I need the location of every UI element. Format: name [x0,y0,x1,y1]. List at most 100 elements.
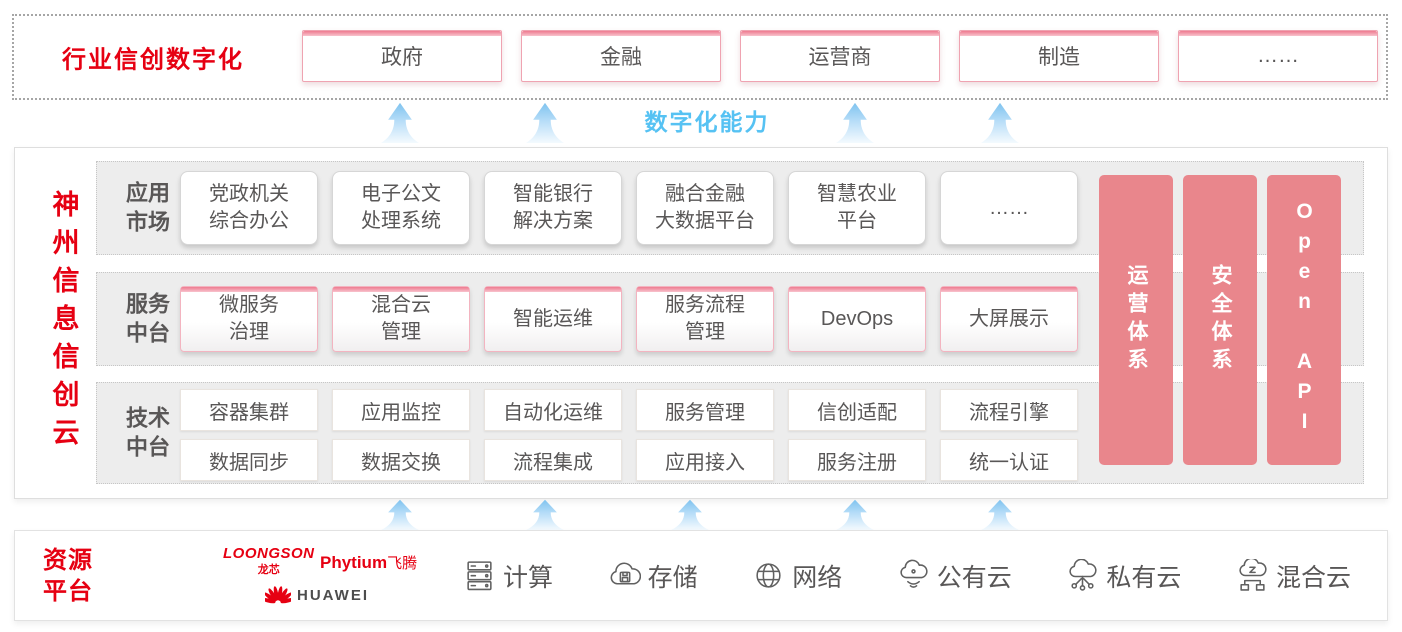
tech-item: 信创适配 [788,389,926,431]
industry-banner: 行业信创数字化 政府 金融 运营商 制造 …… [12,14,1388,100]
resource-platform-panel: 资源 平台 LOONGSON 龙芯 Phytium飞腾 [14,530,1388,621]
up-arrow-icon [981,102,1019,143]
banner-title: 行业信创数字化 [62,46,244,74]
service-items: 微服务治理 混合云管理 智能运维 服务流程管理 DevOps 大屏展示 [180,273,1078,365]
row-label-line: 技术 [125,405,170,431]
tech-item: 数据交换 [332,439,470,481]
item-line: DevOps [820,307,894,330]
phytium-logo: Phytium飞腾 [320,552,417,573]
resource-label: 网络 [792,563,843,592]
resource-list: 计算 存储 网络 [463,531,1351,620]
item-line: 管理 [381,321,421,343]
resource-storage: 存储 [608,558,698,594]
up-arrow-icon [836,499,874,530]
item-line: 综合办公 [209,210,289,232]
row-label-line: 应用 [125,180,170,206]
row-label: 应用 市场 [115,179,181,236]
sector-finance: 金融 [521,30,721,82]
tech-item: 流程集成 [484,439,622,481]
item-line: 智能运维 [513,307,593,330]
tech-items-row1: 容器集群 应用监控 自动化运维 服务管理 信创适配 流程引擎 [180,389,1078,431]
item-line: 治理 [229,321,269,343]
sector-label: 金融 [600,46,642,69]
item-line: 大屏展示 [969,307,1049,330]
app-item: 智能银行解决方案 [484,171,622,245]
item-line: 融合金融 [665,183,745,205]
sector-label: …… [1257,44,1299,67]
loongson-chinese: 龙芯 [257,564,280,576]
resource-label: 计算 [503,563,554,592]
sector-label: 运营商 [808,46,872,69]
pink-top-bar [741,31,939,36]
up-arrow-icon [381,499,419,530]
sector-manufacturing: 制造 [959,30,1159,82]
row-tech-platform: 技术 中台 容器集群 应用监控 自动化运维 服务管理 信创适配 流程引擎 数据同… [96,382,1364,484]
row-label: 技术 中台 [115,404,181,461]
pink-top-bar [485,287,621,292]
item-line: 智慧农业 [817,183,897,205]
side-bar-open-api: Open API [1267,175,1341,465]
resource-title-line: 资源 [43,546,93,574]
app-market-items: 党政机关综合办公 电子公文处理系统 智能银行解决方案 融合金融大数据平台 智慧农… [180,162,1078,254]
public-cloud-icon [900,559,928,588]
item-line: 大数据平台 [655,210,755,232]
pink-top-bar [522,31,720,36]
tech-item: 应用接入 [636,439,774,481]
service-item: 混合云管理 [332,286,470,352]
tech-items-row2: 数据同步 数据交换 流程集成 应用接入 服务注册 统一认证 [180,439,1078,481]
storage-cloud-icon [610,562,641,585]
item-line: 智能银行 [513,183,593,205]
pink-top-bar [960,31,1158,36]
item-line: 电子公文 [361,183,441,205]
app-item: 党政机关综合办公 [180,171,318,245]
resource-label: 公有云 [936,563,1012,592]
up-arrow-icon [526,102,564,143]
item-line: 平台 [837,210,877,232]
huawei-wordmark: HUAWEI [297,586,369,604]
resource-private-cloud: 私有云 [1066,558,1181,594]
pink-top-bar [789,287,925,292]
sector-label: 制造 [1038,46,1080,69]
platform-title: 神州信息信创云 [48,190,79,456]
item-line: 解决方案 [513,210,593,232]
resource-platform-title: 资源 平台 [43,544,93,606]
tech-item: 服务注册 [788,439,926,481]
hybrid-cloud-icon [1239,559,1267,591]
item-line: 党政机关 [209,183,289,205]
item-line: …… [989,196,1029,219]
item-line: 服务流程 [665,294,745,316]
service-item: 服务流程管理 [636,286,774,352]
private-cloud-icon [1069,559,1097,591]
pink-top-bar [181,287,317,292]
loongson-wordmark: LOONGSON [223,545,315,562]
service-item: 智能运维 [484,286,622,352]
tech-item: 统一认证 [940,439,1078,481]
sector-operator: 运营商 [740,30,940,82]
item-line: 微服务 [219,294,279,316]
app-item: 电子公文处理系统 [332,171,470,245]
huawei-logo: HUAWEI [265,585,369,605]
network-globe-icon [756,563,781,588]
resource-hybrid-cloud: 混合云 [1236,558,1351,594]
tech-item: 流程引擎 [940,389,1078,431]
item-line: 管理 [685,321,725,343]
server-icon [467,561,492,591]
tech-item: 容器集群 [180,389,318,431]
resource-network: 网络 [752,558,842,594]
resource-label: 存储 [647,563,698,592]
tech-item: 服务管理 [636,389,774,431]
row-label-line: 中台 [125,434,170,459]
pink-top-bar [333,287,469,292]
row-label: 服务 中台 [115,290,181,347]
resource-label: 私有云 [1106,563,1182,592]
app-item-more: …… [940,171,1078,245]
row-app-market: 应用 市场 党政机关综合办公 电子公文处理系统 智能银行解决方案 融合金融大数据… [96,161,1364,255]
app-item: 智慧农业平台 [788,171,926,245]
up-arrow-icon [981,499,1019,530]
vendor-logos: LOONGSON 龙芯 Phytium飞腾 [215,539,430,615]
sector-more: …… [1178,30,1378,82]
row-service-platform: 服务 中台 微服务治理 混合云管理 智能运维 服务流程管理 DevOps 大屏展… [96,272,1364,366]
resource-compute: 计算 [463,558,553,594]
tech-items: 容器集群 应用监控 自动化运维 服务管理 信创适配 流程引擎 数据同步 数据交换… [180,389,1078,481]
